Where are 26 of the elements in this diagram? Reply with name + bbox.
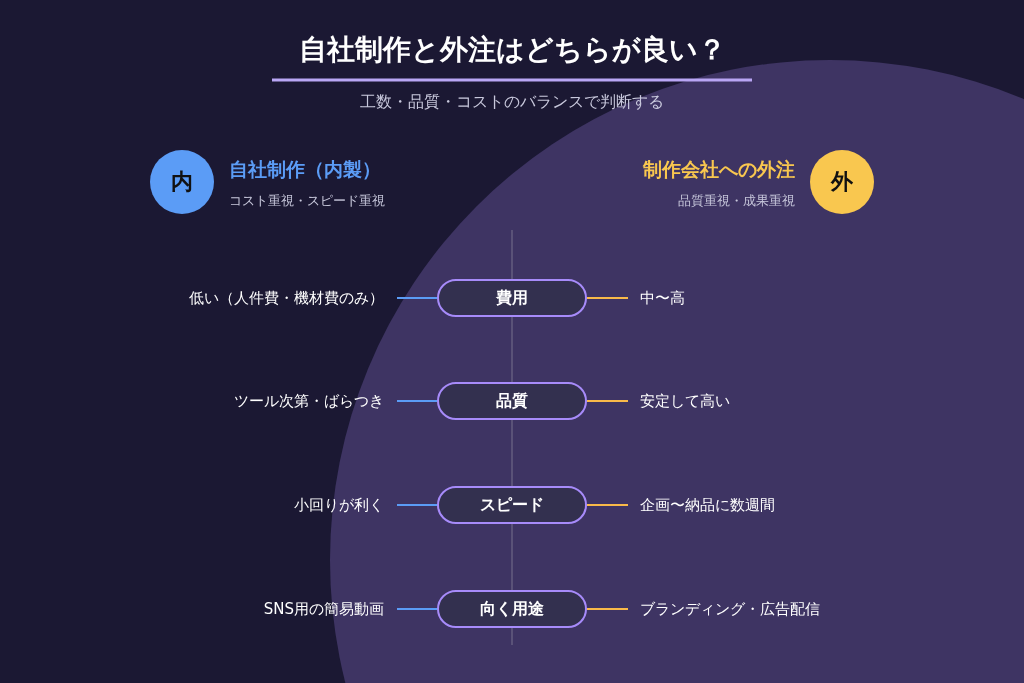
connector-line xyxy=(586,297,629,299)
connector-line xyxy=(396,400,438,402)
connector-line xyxy=(586,504,629,506)
column-subheading: コスト重視・スピード重視 xyxy=(229,193,385,208)
row-text: 安定して高い xyxy=(628,388,958,414)
circle-badge: 内 xyxy=(150,150,214,214)
row-text: 企画〜納品に数週間 xyxy=(628,492,958,518)
column-subheading: 品質重視・成果重視 xyxy=(678,193,795,208)
category-pill: 向く用途 xyxy=(437,590,587,628)
category-pill: 費用 xyxy=(437,279,587,317)
row-text: 中〜高 xyxy=(628,285,958,311)
column-heading: 自社制作（内製） xyxy=(229,158,381,180)
connector-line xyxy=(396,297,438,299)
category-pill: 品質 xyxy=(437,382,587,420)
subtitle: 工数・品質・コストのバランスで判断する xyxy=(360,92,664,111)
connector-line xyxy=(586,608,629,610)
row-text: SNS用の簡易動画 xyxy=(97,596,397,622)
connector-line xyxy=(396,608,438,610)
row-text: ツール次第・ばらつき xyxy=(97,388,397,414)
row-text: 小回りが利く xyxy=(97,492,397,518)
title: 自社制作と外注はどちらが良い？ xyxy=(298,32,726,68)
row-text: 低い（人件費・機材費のみ） xyxy=(97,285,397,311)
category-pill: スピード xyxy=(437,486,587,524)
connector-line xyxy=(396,504,438,506)
row-text: ブランディング・広告配信 xyxy=(628,596,958,622)
connector-line xyxy=(586,400,629,402)
